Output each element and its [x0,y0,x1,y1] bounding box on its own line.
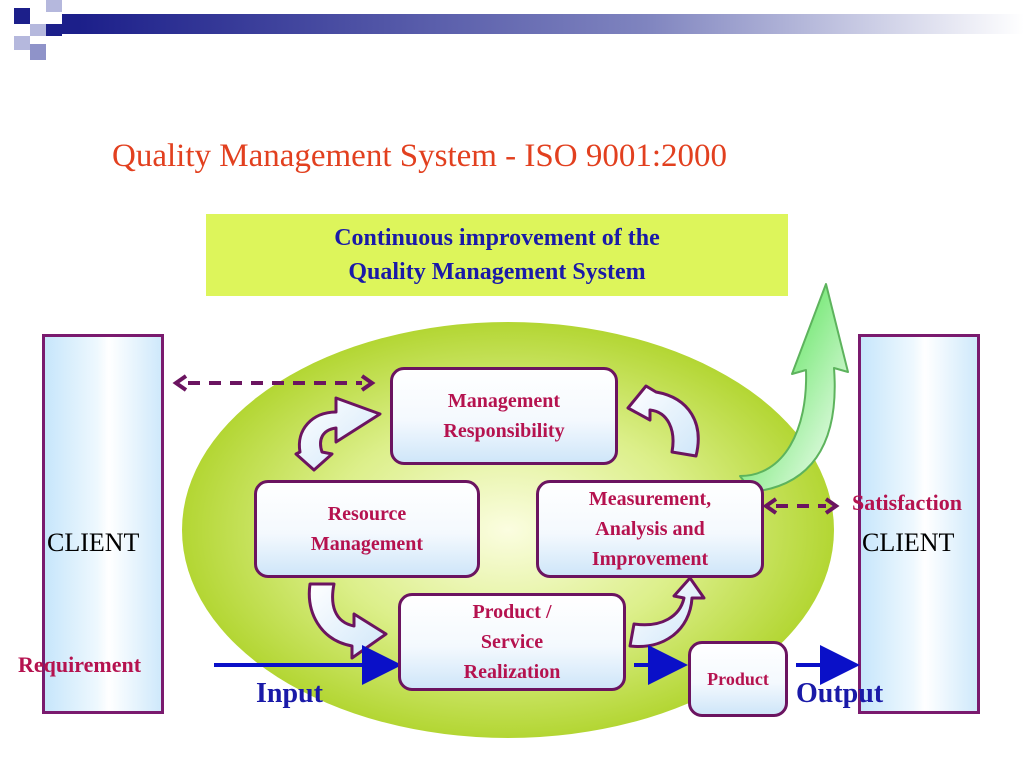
satisfaction-label: Satisfaction [852,490,962,515]
output-label: Output [796,678,884,709]
client-right-label: CLIENT [862,528,955,557]
realization-line-1: Product / [472,601,552,623]
improvement-arrow-icon [739,283,849,493]
client-left-label: CLIENT [47,528,140,557]
product-realization-box: Product / Service Realization [398,593,626,691]
realization-line-2: Service [480,631,544,653]
continuous-improvement-banner: Continuous improvement of the Quality Ma… [206,214,788,296]
product-box: Product [688,641,788,717]
measurement-analysis-box: Measurement, Analysis and Improvement [536,480,764,578]
input-label: Input [256,678,323,709]
header-decoration [0,0,1024,60]
banner-line-1: Continuous improvement of the [334,225,660,251]
resource-management-box: Resource Management [254,480,480,578]
product-label: Product [707,669,769,689]
page-title: Quality Management System - ISO 9001:200… [112,138,728,174]
cycle-arrow-top-left [294,396,382,472]
requirement-label: Requirement [18,652,142,677]
measure-line-2: Analysis and [595,518,705,540]
client-box-left [42,334,164,714]
measure-line-1: Measurement, [588,488,712,510]
cycle-arrow-bottom-right [628,576,706,648]
dashed-arrow-feedback-left [172,374,376,392]
dashed-arrow-feedback-right [762,497,840,515]
client-box-right [858,334,980,714]
measure-line-3: Improvement [591,548,709,570]
cycle-arrow-top-right [626,384,700,458]
banner-line-2: Quality Management System [348,259,646,285]
realization-line-3: Realization [463,661,561,683]
mgmt-line-2: Responsibility [443,420,565,442]
resource-line-2: Management [310,533,424,555]
resource-line-1: Resource [327,503,407,525]
management-responsibility-box: Management Responsibility [390,367,618,465]
mgmt-line-1: Management [447,390,561,412]
